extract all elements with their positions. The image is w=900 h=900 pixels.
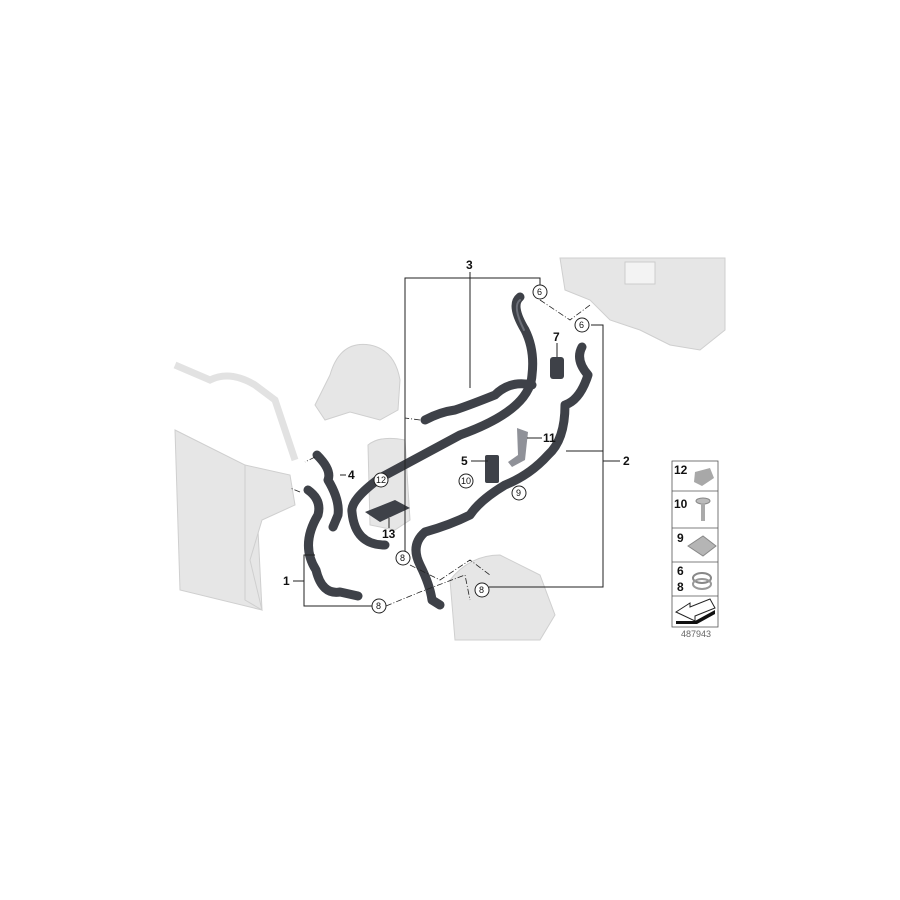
callout-6b: 6: [579, 320, 584, 330]
hose-3-branch: [420, 379, 537, 425]
callout-13: 13: [382, 527, 396, 541]
callout-1: 1: [283, 574, 290, 588]
part-7-holder: [550, 357, 564, 379]
callout-3: 3: [466, 258, 473, 272]
hose-1: [303, 485, 363, 601]
legend-10: 10: [674, 497, 688, 511]
hose-clamp-icon: [692, 572, 712, 590]
hose-highlight: [515, 299, 525, 331]
bolt-icon: [695, 497, 711, 521]
leader-lines: [289, 272, 620, 607]
water-pump: [314, 343, 401, 421]
direction-arrow-icon: [674, 598, 716, 624]
square-nut-icon: [687, 535, 717, 557]
callout-12: 12: [376, 475, 386, 485]
legend-6: 6: [677, 564, 684, 578]
small-parts: [365, 357, 564, 522]
hose-4: [312, 450, 343, 532]
legend-9: 9: [677, 531, 684, 545]
diagram-id: 487943: [681, 629, 711, 639]
callout-10: 10: [461, 476, 471, 486]
clip-icon: [694, 468, 714, 486]
callout-9: 9: [516, 488, 521, 498]
legend-8: 8: [677, 580, 684, 594]
callouts: 1 2 3 4 5 6 6 7 8 8 8 9 10 11 12 13: [283, 258, 630, 614]
parts-legend: 12 10 9 6 8 487943: [671, 460, 719, 639]
callout-7: 7: [553, 330, 560, 344]
part-5-holder: [485, 455, 499, 483]
heater-box-window: [624, 261, 656, 285]
callout-4: 4: [348, 468, 355, 482]
engine-block: [449, 554, 556, 641]
upper-pipe: [173, 361, 299, 462]
heater-box: [559, 257, 726, 351]
callout-8c: 8: [376, 601, 381, 611]
callout-5: 5: [461, 454, 468, 468]
hoses: [303, 292, 593, 610]
hose-2: [411, 342, 593, 610]
callout-2: 2: [623, 454, 630, 468]
callout-6a: 6: [537, 287, 542, 297]
legend-12: 12: [674, 463, 688, 477]
callout-8a: 8: [400, 553, 405, 563]
ghost-parts: [173, 257, 726, 641]
radiator-tank: [244, 464, 296, 612]
part-11-bracket: [508, 428, 528, 467]
callout-8b: 8: [479, 585, 484, 595]
part-13-pad: [365, 500, 410, 522]
callout-11: 11: [543, 431, 556, 445]
